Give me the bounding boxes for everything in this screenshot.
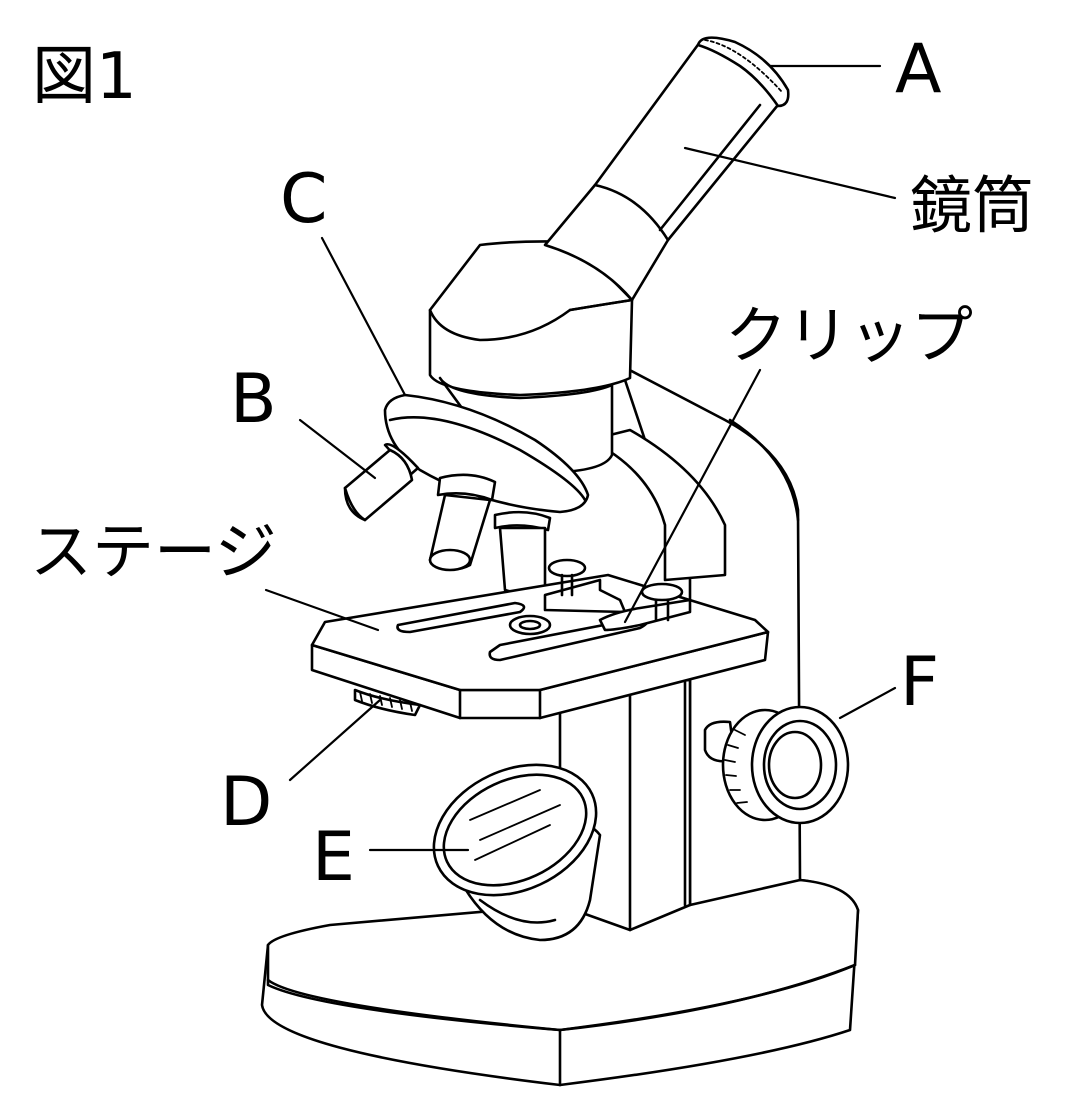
- focus-knob-f: [703, 705, 850, 825]
- objective-long: [428, 473, 497, 572]
- label-c: C: [280, 160, 327, 239]
- microscope-base: [260, 878, 860, 1087]
- eyepiece-tube: [543, 36, 790, 302]
- mirror-e: [432, 763, 602, 942]
- label-tube: 鏡筒: [910, 169, 1034, 242]
- diaphragm-d: [353, 688, 422, 717]
- objective-b: [343, 442, 420, 522]
- leader-lines: [264, 64, 897, 852]
- label-e: E: [312, 818, 355, 897]
- microscope-stage: [310, 573, 770, 720]
- figure-title: 図1: [32, 40, 137, 114]
- objective-short: [493, 510, 552, 595]
- label-d: D: [220, 763, 272, 842]
- revolver-nosepiece: [383, 393, 590, 514]
- label-f: F: [900, 643, 939, 722]
- label-stage: ステージ: [30, 515, 277, 588]
- label-a: A: [895, 30, 942, 109]
- stage-clips: [543, 558, 692, 632]
- label-clip: クリップ: [725, 299, 973, 372]
- label-b: B: [230, 360, 277, 439]
